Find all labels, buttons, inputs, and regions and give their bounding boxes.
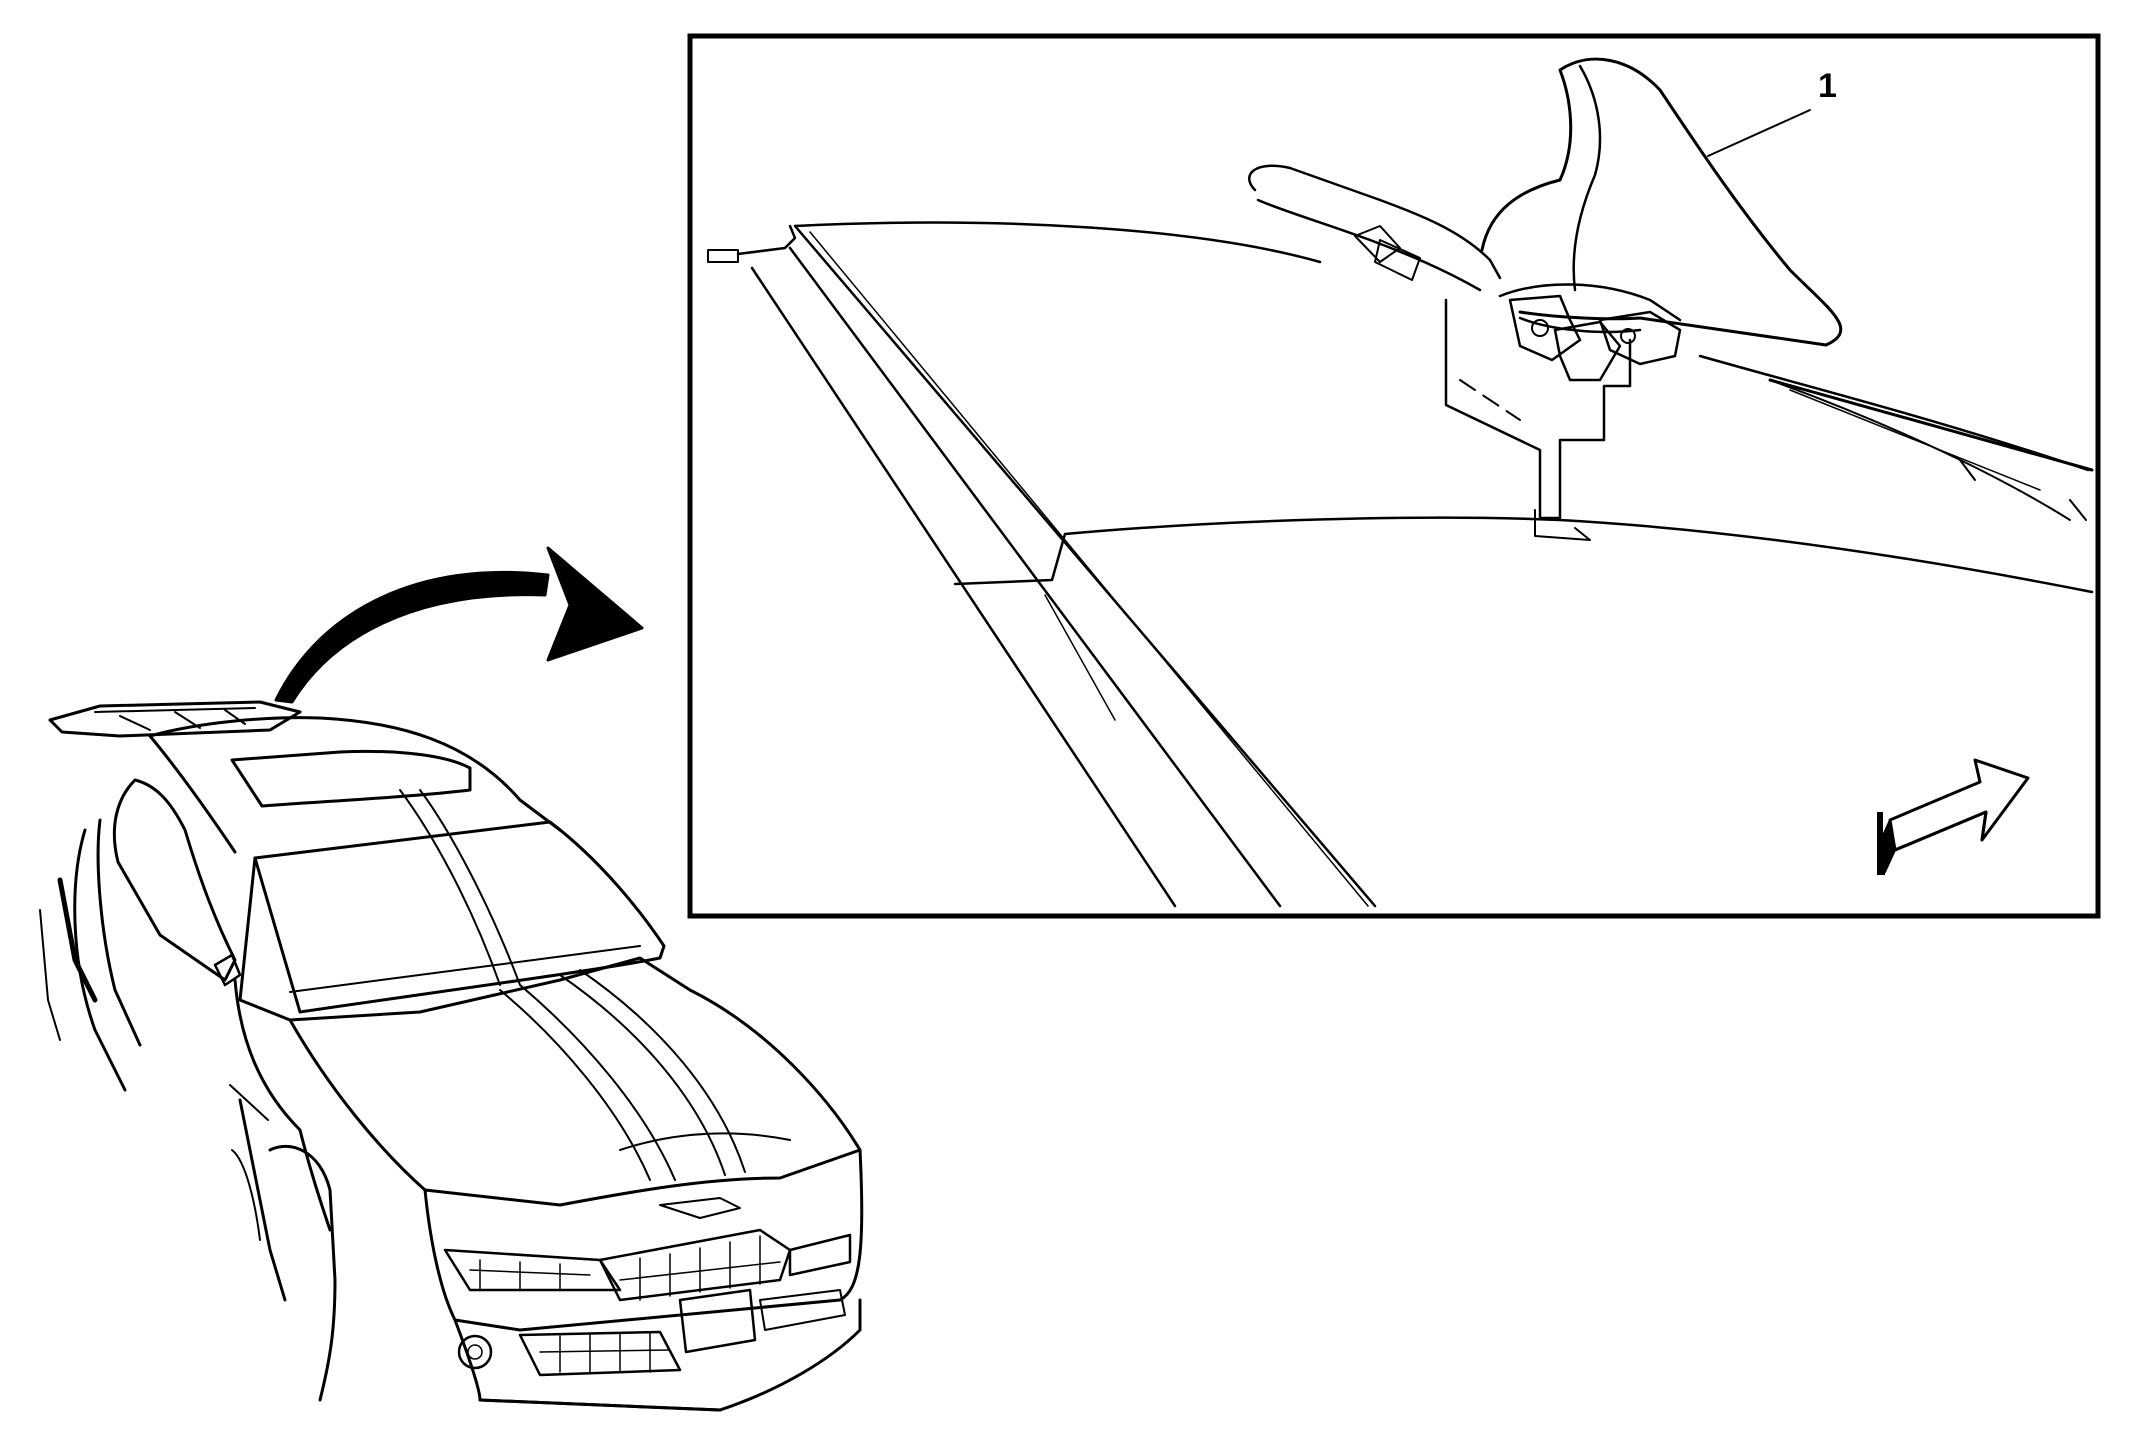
shark-fin-antenna-icon — [1480, 57, 1843, 347]
curved-arrow-icon — [274, 546, 644, 704]
inset-frame — [687, 33, 2101, 919]
forward-direction-arrow-icon — [1877, 758, 2030, 875]
callout-leader-line — [1707, 109, 1811, 157]
vehicle-overview-camaro-coupe — [39, 700, 864, 1412]
callout-1-label: 1 — [1818, 67, 1837, 105]
roof-panel-edge — [793, 221, 1322, 264]
detail-inset: 1 — [687, 33, 2101, 919]
